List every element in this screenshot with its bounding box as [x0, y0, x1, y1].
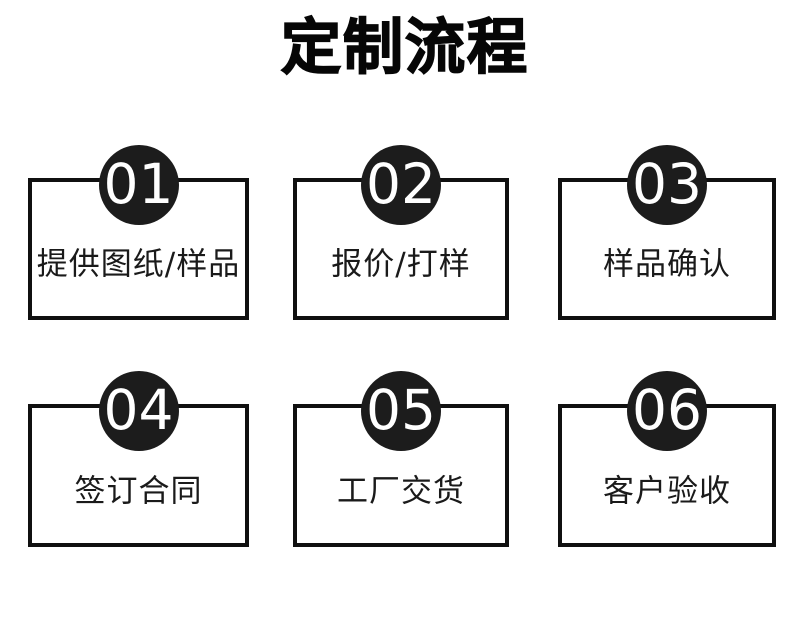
step-number: 03 — [632, 151, 702, 216]
step-box-2: 02 报价/打样 — [293, 145, 509, 320]
step-number-badge: 04 — [98, 371, 179, 451]
step-number-badge: 06 — [627, 371, 707, 451]
step-box-5: 05 工厂交货 — [293, 371, 509, 547]
step-label: 报价/打样 — [331, 246, 471, 283]
step-number-badge: 01 — [98, 145, 179, 225]
page-title: 定制流程 — [280, 13, 529, 84]
step-number-badge: 02 — [361, 145, 441, 225]
step-box-1: 01 提供图纸/样品 — [28, 145, 249, 320]
step-number-badge: 05 — [361, 371, 441, 451]
step-number: 06 — [632, 377, 702, 442]
step-number: 05 — [366, 377, 436, 442]
step-number: 01 — [103, 151, 174, 216]
step-box-3: 03 样品确认 — [558, 145, 776, 320]
step-label: 工厂交货 — [337, 473, 465, 510]
step-label: 客户验收 — [603, 473, 731, 510]
step-number: 04 — [103, 377, 174, 442]
step-label: 签订合同 — [74, 473, 203, 510]
step-number-badge: 03 — [627, 145, 707, 225]
step-box-6: 06 客户验收 — [558, 371, 776, 547]
step-label: 提供图纸/样品 — [36, 246, 241, 283]
step-label: 样品确认 — [603, 246, 731, 283]
step-box-4: 04 签订合同 — [28, 371, 249, 547]
step-number: 02 — [366, 151, 436, 216]
